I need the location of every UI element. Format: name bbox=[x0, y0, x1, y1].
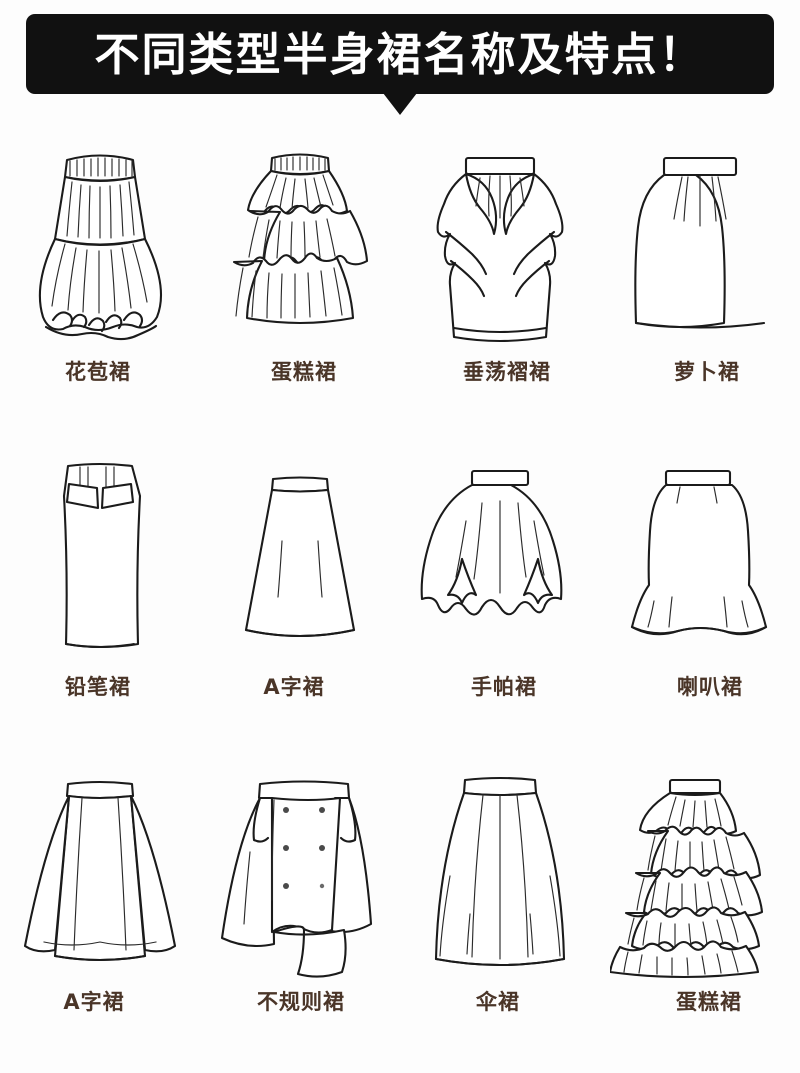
a-line-skirt-illustration bbox=[200, 443, 400, 673]
skirt-label: 伞裙 bbox=[476, 990, 520, 1014]
skirt-label: 喇叭裙 bbox=[677, 675, 743, 699]
skirt-card-bubble: 花苞裙 bbox=[0, 128, 200, 443]
skirt-card-umbrella: 伞裙 bbox=[400, 758, 600, 1073]
draped-cowl-skirt-illustration bbox=[400, 128, 600, 358]
skirt-card-carrot: 萝卜裙 bbox=[600, 128, 800, 443]
skirt-label: 铅笔裙 bbox=[65, 675, 131, 699]
multi-tiered-maxi-cake-skirt-illustration bbox=[600, 758, 800, 988]
trumpet-skirt-illustration bbox=[600, 443, 800, 673]
skirt-label: A字裙 bbox=[63, 990, 125, 1014]
skirt-label: 萝卜裙 bbox=[674, 360, 740, 384]
handkerchief-skirt-illustration bbox=[400, 443, 600, 673]
skirt-label: 垂荡褶裙 bbox=[463, 360, 551, 384]
skirt-label: 不规则裙 bbox=[257, 990, 345, 1014]
title-banner-body: 不同类型半身裙名称及特点！ bbox=[26, 14, 774, 94]
skirt-card-a-line: A字裙 bbox=[200, 443, 400, 758]
irregular-asymmetric-skirt-illustration bbox=[200, 758, 400, 988]
skirt-label: 手帕裙 bbox=[471, 675, 537, 699]
bubble-skirt-illustration bbox=[0, 128, 200, 358]
pencil-skirt-illustration bbox=[0, 443, 200, 673]
banner-pointer-icon bbox=[383, 93, 417, 115]
skirt-card-draped: 垂荡褶裙 bbox=[400, 128, 600, 443]
paneled-a-line-skirt-illustration bbox=[0, 758, 200, 988]
skirt-card-handkerchief: 手帕裙 bbox=[400, 443, 600, 758]
skirt-card-pencil: 铅笔裙 bbox=[0, 443, 200, 758]
skirt-label: 蛋糕裙 bbox=[271, 360, 337, 384]
skirt-card-maxi-cake: 蛋糕裙 bbox=[600, 758, 800, 1073]
skirt-card-irregular: 不规则裙 bbox=[200, 758, 400, 1073]
skirt-card-cake: 蛋糕裙 bbox=[200, 128, 400, 443]
skirt-label: A字裙 bbox=[263, 675, 325, 699]
skirt-card-paneled-a-line: A字裙 bbox=[0, 758, 200, 1073]
page-title: 不同类型半身裙名称及特点！ bbox=[94, 27, 706, 81]
title-banner: 不同类型半身裙名称及特点！ bbox=[26, 14, 774, 115]
skirt-grid: 花苞裙 蛋糕裙 bbox=[0, 128, 800, 1073]
tiered-cake-skirt-illustration bbox=[200, 128, 400, 358]
skirt-label: 蛋糕裙 bbox=[676, 990, 742, 1014]
carrot-tulip-skirt-illustration bbox=[600, 128, 800, 358]
umbrella-circle-skirt-illustration bbox=[400, 758, 600, 988]
skirt-card-trumpet: 喇叭裙 bbox=[600, 443, 800, 758]
skirt-label: 花苞裙 bbox=[65, 360, 131, 384]
